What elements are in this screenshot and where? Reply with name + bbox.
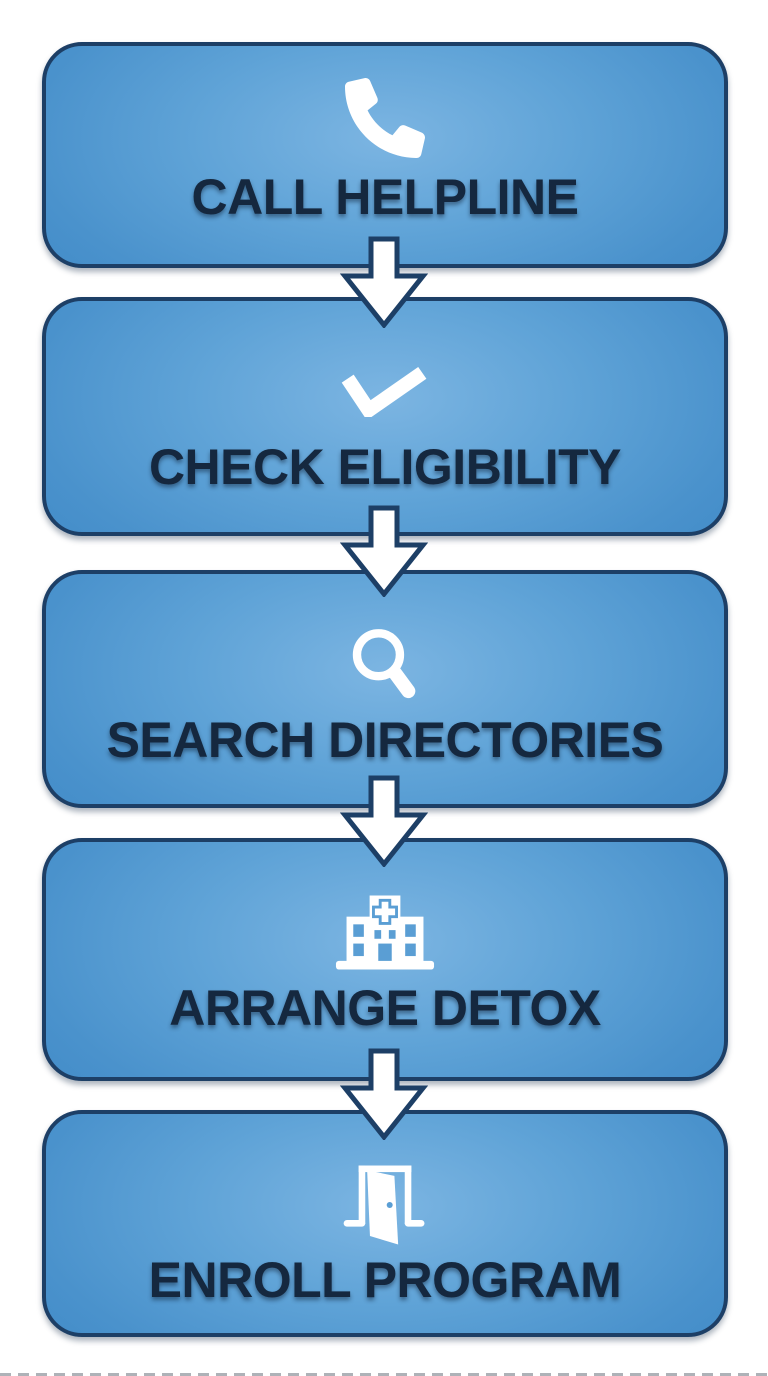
down-arrow-icon xyxy=(340,1048,428,1140)
magnifier-icon xyxy=(46,615,724,715)
step-box-check-eligibility: CHECK ELIGIBILITY xyxy=(42,297,728,536)
step-label: CHECK ELIGIBILITY xyxy=(148,439,622,495)
step-box-enroll-program: ENROLL PROGRAM xyxy=(42,1110,728,1337)
phone-icon xyxy=(46,68,724,168)
step-label: SEARCH DIRECTORIES xyxy=(106,712,664,768)
step-box-call-helpline: CALL HELPLINE xyxy=(42,42,728,268)
down-arrow-icon xyxy=(340,505,428,597)
step-box-arrange-detox: ARRANGE DETOX xyxy=(42,838,728,1081)
open-door-icon xyxy=(46,1155,724,1255)
down-arrow-icon xyxy=(340,236,428,328)
step-box-search-directories: SEARCH DIRECTORIES xyxy=(42,570,728,808)
step-label: CALL HELPLINE xyxy=(191,169,579,225)
bottom-edge-artifact xyxy=(0,1373,768,1376)
down-arrow-icon xyxy=(340,775,428,867)
checkmark-icon xyxy=(46,342,724,442)
hospital-icon xyxy=(46,883,724,983)
step-label: ENROLL PROGRAM xyxy=(148,1252,622,1308)
step-label: ARRANGE DETOX xyxy=(169,980,601,1036)
